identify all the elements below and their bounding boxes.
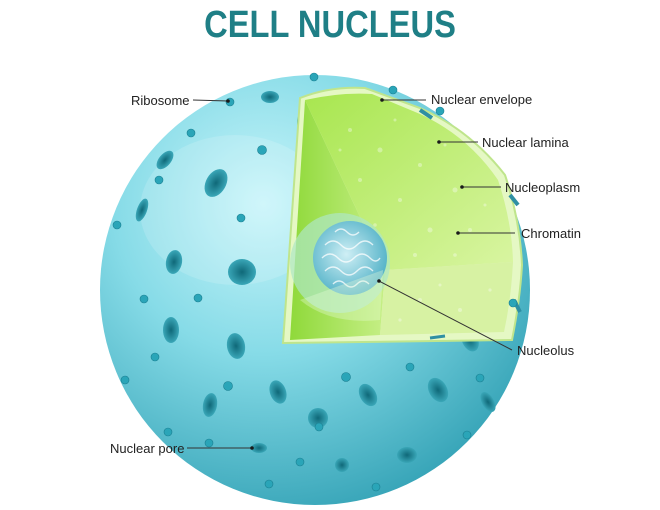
- label-ribosome: Ribosome: [131, 93, 190, 108]
- leader-nucleolus: [378, 280, 513, 351]
- diagram-title: CELL NUCLEUS: [204, 4, 456, 46]
- chromatin-texture: [338, 118, 492, 322]
- label-nuclear-envelope: Nuclear envelope: [431, 92, 533, 107]
- nucleoplasm-floor: [380, 262, 513, 335]
- label-nucleolus: Nucleolus: [517, 343, 575, 358]
- label-chromatin: Chromatin: [521, 226, 581, 241]
- ribosomes: [112, 72, 518, 492]
- label-nucleoplasm: Nucleoplasm: [505, 180, 581, 195]
- nucleolus: [290, 213, 390, 321]
- leader-ribosome: [192, 99, 229, 102]
- leader-dots: [226, 98, 464, 450]
- nucleoplasm-face: [305, 93, 513, 270]
- label-nuclear-pore: Nuclear pore: [110, 441, 185, 456]
- label-nuclear-lamina: Nuclear lamina: [482, 135, 569, 150]
- nuclear-pores: [135, 91, 496, 472]
- leader-lines: [187, 99, 515, 449]
